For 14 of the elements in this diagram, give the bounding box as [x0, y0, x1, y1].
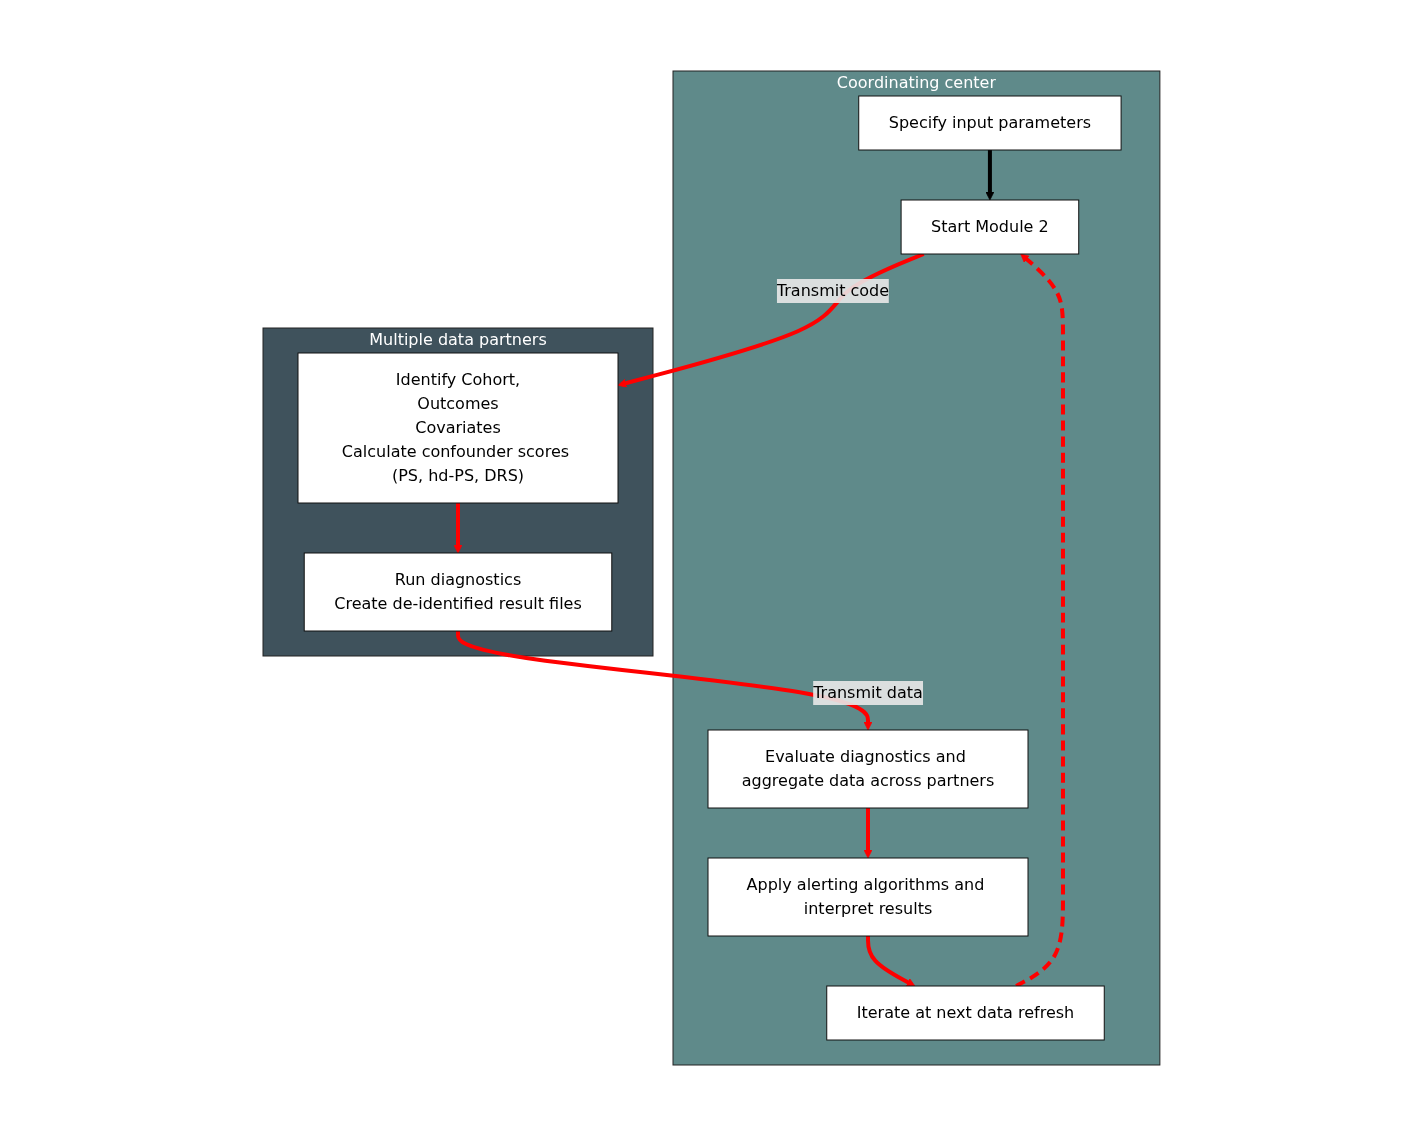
arrow	[1014, 253, 1065, 988]
edge-label: Transmit data	[812, 683, 923, 702]
node-box: Specify input parameters	[857, 95, 1122, 151]
edge-label: Transmit code	[776, 281, 889, 300]
arrow	[865, 936, 915, 987]
node-box: Start Module 2	[900, 199, 1079, 255]
arrow	[453, 503, 462, 554]
arrow	[985, 150, 994, 201]
node-box: Iterate at next data refresh	[825, 985, 1105, 1041]
node-box: Apply alerting algorithms and interpret results	[707, 857, 1029, 937]
arrow	[863, 808, 872, 859]
node-box: Identify Cohort, Outcomes Covariates Calculate confounder scores (PS, hd-PS, DRS)	[297, 352, 619, 504]
node-box: Evaluate diagnostics and aggregate data across partners	[707, 729, 1029, 809]
node-box: Run diagnostics Create de-identified result files	[303, 552, 612, 632]
